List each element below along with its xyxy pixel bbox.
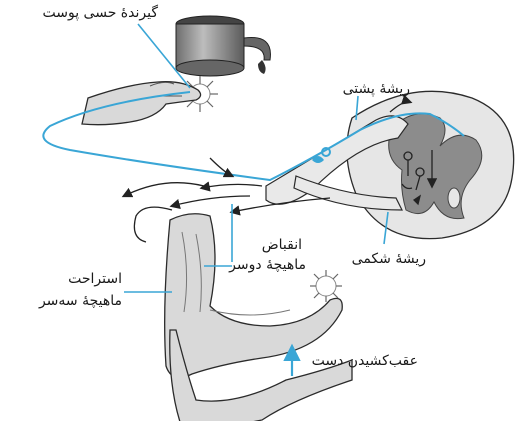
ventral-root-label: ریشهٔ شکمی bbox=[340, 250, 426, 268]
triceps-label-line2: ماهیچهٔ سه‌سر bbox=[26, 292, 122, 310]
upper-hand bbox=[82, 82, 201, 125]
biceps-label-line2: ماهیچهٔ دوسر bbox=[206, 256, 306, 274]
hot-pot bbox=[176, 16, 270, 76]
dorsal-root-label: ریشهٔ پشتی bbox=[330, 80, 410, 98]
sensory-receptor-label: گیرندهٔ حسی پوست bbox=[8, 4, 158, 22]
withdraw-label: عقب‌کشیدن دست bbox=[300, 352, 418, 370]
biceps-label-line1: انقباض bbox=[222, 236, 302, 254]
hand-heat-icon bbox=[310, 270, 342, 302]
triceps-label-line1: استراحت bbox=[30, 270, 122, 288]
